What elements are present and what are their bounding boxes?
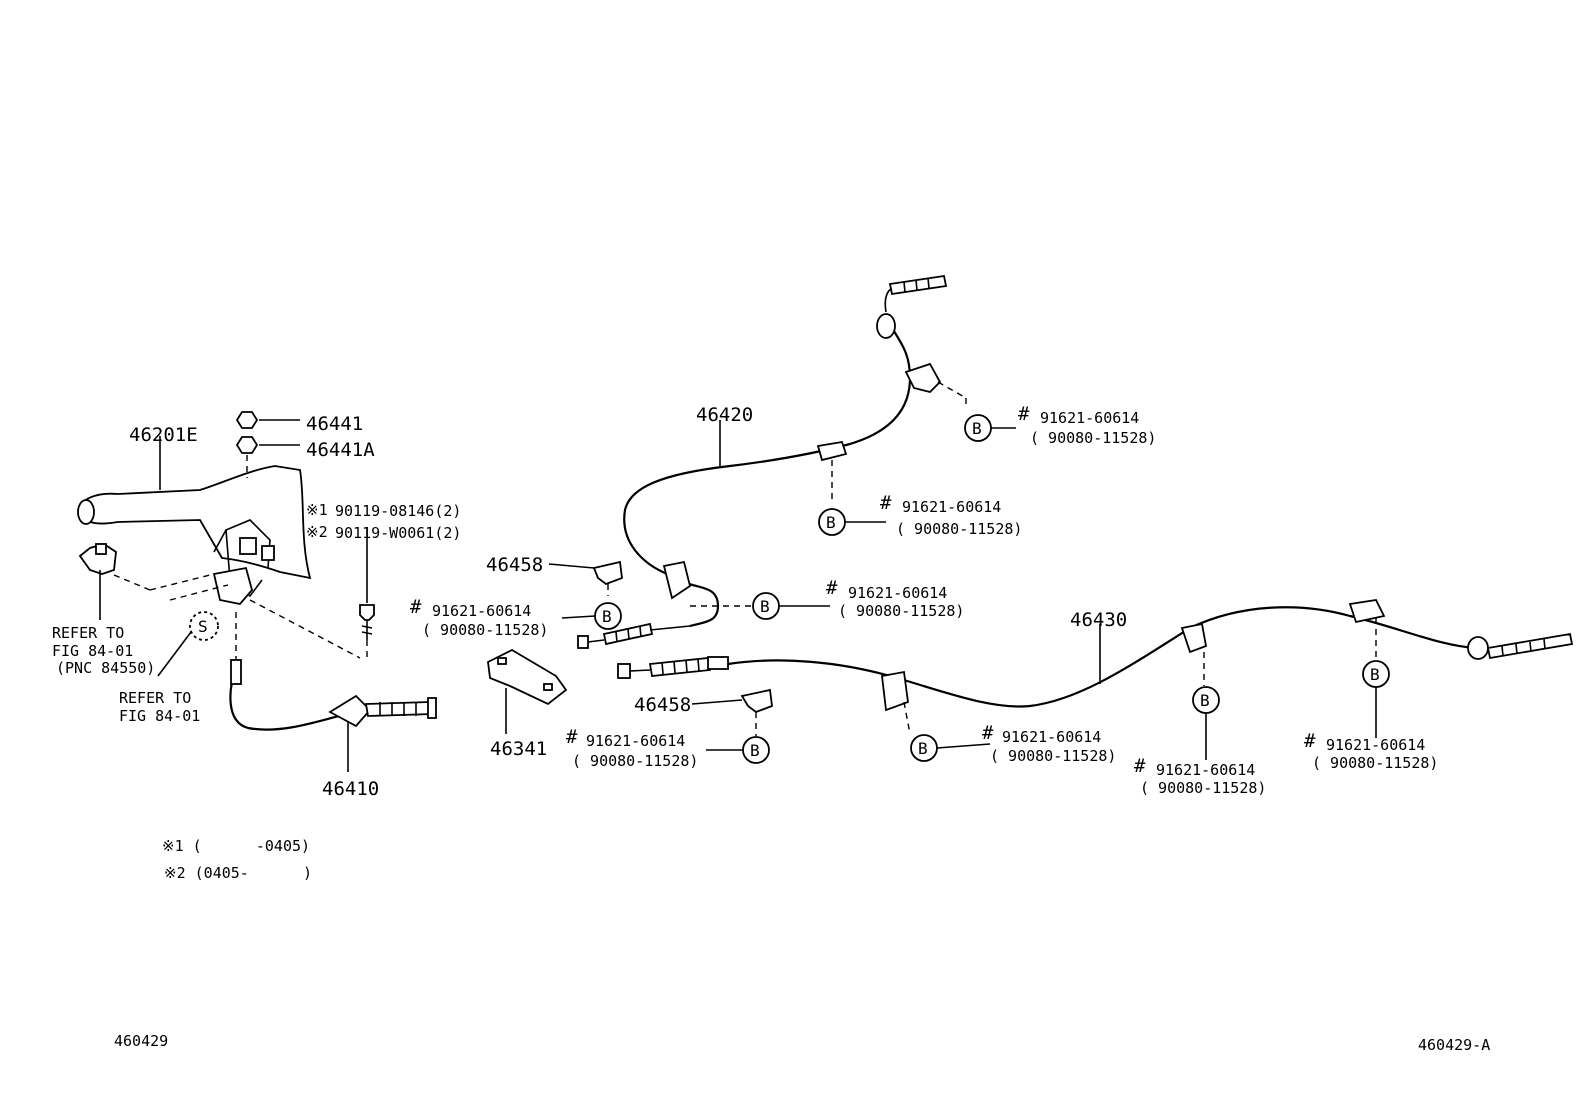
clamp-alternate: ( 90080-11528) <box>990 747 1116 765</box>
hash-mark: # <box>826 577 838 599</box>
clamp-primary: 91621-60614 <box>1040 409 1139 427</box>
clamp-primary: 91621-60614 <box>586 732 685 750</box>
hash-mark: # <box>982 722 994 744</box>
clamp-callout-7: # 91621-60614 ( 90080-11528) <box>1134 755 1266 797</box>
b-letter-8: B <box>1370 665 1380 684</box>
cable-46410 <box>229 659 437 731</box>
clamp-primary: 91621-60614 <box>1002 728 1101 746</box>
b-letter-4: B <box>760 597 770 616</box>
bracket-46341 <box>487 648 568 706</box>
part-label-46341: 46341 <box>490 738 547 760</box>
part-label-46410: 46410 <box>322 778 379 800</box>
nut-46441 <box>235 411 259 429</box>
clamp-primary: 91621-60614 <box>1326 736 1425 754</box>
part-label-46441: 46441 <box>306 413 363 435</box>
clamp-alternate: ( 90080-11528) <box>838 602 964 620</box>
clamp-callout-8: # 91621-60614 ( 90080-11528) <box>1304 730 1438 772</box>
refer-2-line1: REFER TO <box>119 689 191 707</box>
part-label-46458-lower: 46458 <box>634 694 691 716</box>
clamp-callout-4: # 91621-60614 ( 90080-11528) <box>826 577 964 620</box>
refer-1-line3: (PNC 84550) <box>56 659 155 677</box>
hash-mark: # <box>880 492 892 514</box>
clamp-alternate: ( 90080-11528) <box>1140 779 1266 797</box>
b-letter-5: B <box>750 741 760 760</box>
clamp-alternate: ( 90080-11528) <box>572 752 698 770</box>
part-label-46430: 46430 <box>1070 609 1127 631</box>
b-clamp-markers <box>594 414 1390 764</box>
b-letter-7: B <box>1200 691 1210 710</box>
clip-46458-upper <box>592 560 623 586</box>
part-label-46420: 46420 <box>696 404 753 426</box>
nut-46441A <box>235 436 259 454</box>
clamp-primary: 91621-60614 <box>1156 761 1255 779</box>
clamp-callout-1: # 91621-60614 ( 90080-11528) <box>1018 403 1156 447</box>
footnote-1: ※1 ( -0405) <box>162 837 310 855</box>
b-letter-3: B <box>602 607 612 626</box>
hash-mark: # <box>410 596 422 618</box>
refer-2-line2: FIG 84-01 <box>119 707 200 725</box>
hash-mark: # <box>1304 730 1316 752</box>
clamp-primary: 91621-60614 <box>432 602 531 620</box>
b-letter-1: B <box>972 419 982 438</box>
parking-brake-lever-assembly <box>77 465 312 605</box>
bolt-label-1: 90119-08146(2) <box>335 502 461 520</box>
bolt-label-2: 90119-W0061(2) <box>335 524 461 542</box>
figure-id-variant: 460429-A <box>1418 1036 1490 1054</box>
refer-1-line1: REFER TO <box>52 624 124 642</box>
hash-mark: # <box>1018 403 1030 425</box>
symbol-s: S <box>198 617 208 636</box>
clamp-alternate: ( 90080-11528) <box>1312 754 1438 772</box>
b-letter-6: B <box>918 739 928 758</box>
part-label-46441A: 46441A <box>306 439 375 461</box>
clamp-alternate: ( 90080-11528) <box>1030 429 1156 447</box>
hash-mark: # <box>566 726 578 748</box>
bolt-mark-1: ※1 <box>306 501 328 519</box>
footnote-2: ※2 (0405- ) <box>164 864 312 882</box>
clamp-callout-5: # 91621-60614 ( 90080-11528) <box>566 726 698 770</box>
clamp-callout-6: # 91621-60614 ( 90080-11528) <box>982 722 1116 765</box>
bolt-mark-2: ※2 <box>306 523 328 541</box>
clamp-callout-2: # 91621-60614 ( 90080-11528) <box>880 492 1022 538</box>
clamp-alternate: ( 90080-11528) <box>422 621 548 639</box>
hash-mark: # <box>1134 755 1146 777</box>
part-label-46458-upper: 46458 <box>486 554 543 576</box>
clamp-primary: 91621-60614 <box>902 498 1001 516</box>
clamp-alternate: ( 90080-11528) <box>896 520 1022 538</box>
figure-id: 460429 <box>114 1032 168 1050</box>
b-letter-2: B <box>826 513 836 532</box>
part-label-46201E: 46201E <box>129 424 198 446</box>
bolt-90119 <box>359 604 375 640</box>
clamp-primary: 91621-60614 <box>848 584 947 602</box>
clip-46458-lower <box>740 688 773 714</box>
refer-1-line2: FIG 84-01 <box>52 642 133 660</box>
clamp-callout-3: # 91621-60614 ( 90080-11528) <box>410 596 548 639</box>
